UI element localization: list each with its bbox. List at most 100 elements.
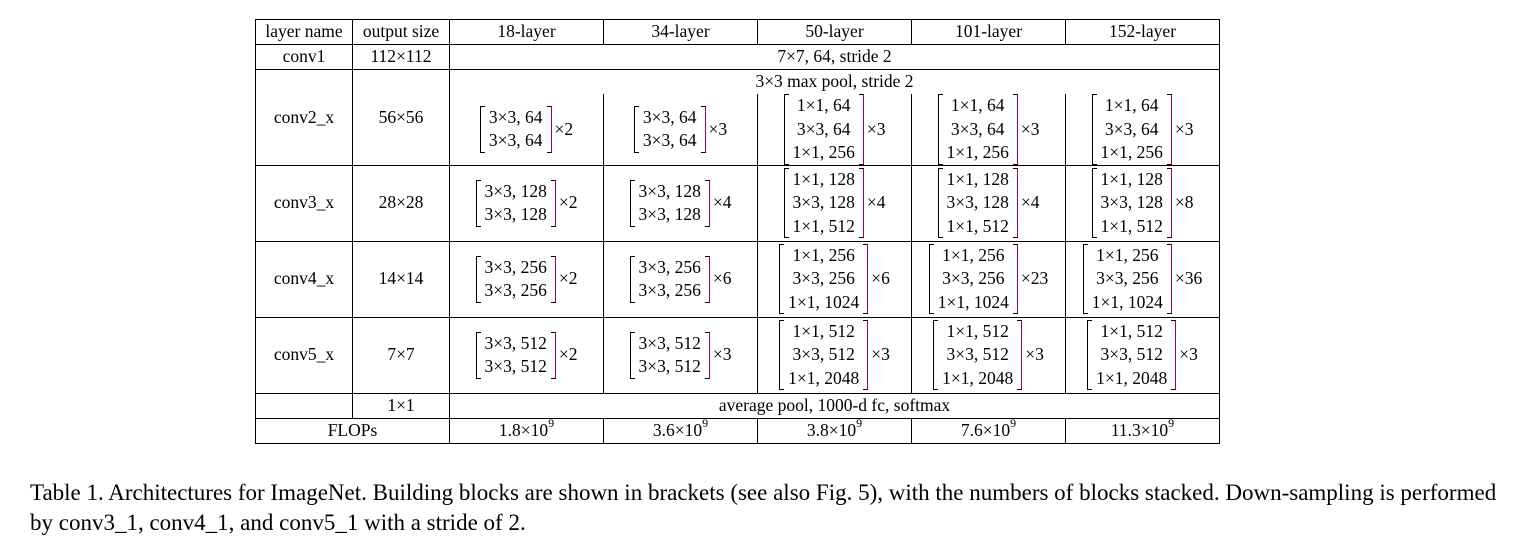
block-layer-spec: 3×3, 64 <box>488 130 543 151</box>
block-layer-spec: 1×1, 512 <box>792 320 855 341</box>
block-layer-spec: 1×1, 2048 <box>1096 367 1168 388</box>
header-50-layer: 50-layer <box>757 19 912 45</box>
flops-value: 3.8×109 <box>757 417 912 444</box>
block-layer-spec: 1×1, 256 <box>792 244 855 265</box>
block-layer-spec: 3×3, 512 <box>484 356 547 376</box>
block-layer-spec: 3×3, 512 <box>638 332 701 353</box>
block-layer-spec: 1×1, 128 <box>792 168 855 189</box>
building-block: 3×3, 512 3×3, 512 ×3 <box>629 331 732 379</box>
block-layer-spec: 1×1, 64 <box>950 95 1005 115</box>
block-layer-spec: 1×1, 1024 <box>937 291 1009 312</box>
header-152-layer: 152-layer <box>1065 19 1220 45</box>
header-18-layer: 18-layer <box>449 19 604 45</box>
block-layer-spec: 1×1, 512 <box>792 215 855 236</box>
block-multiplier: ×3 <box>712 344 732 365</box>
block-layer-spec: 3×3, 128 <box>946 192 1009 213</box>
conv1-output-size: 112×112 <box>352 44 450 70</box>
block-layer-spec: 3×3, 512 <box>1100 344 1163 365</box>
block-bracket: 3×3, 64 3×3, 64 <box>479 105 552 153</box>
block-layer-spec: 3×3, 64 <box>796 118 851 139</box>
maxpool-spec: 3×3 max pool, stride 2 <box>449 69 1220 94</box>
building-block: 3×3, 512 3×3, 512 ×2 <box>475 331 578 379</box>
block-layer-spec: 1×1, 512 <box>946 215 1009 236</box>
block-layer-spec: 3×3, 256 <box>638 280 701 300</box>
block-layer-spec: 3×3, 512 <box>484 332 547 353</box>
block-layer-spec: 3×3, 128 <box>484 180 547 201</box>
stage-name: conv5_x <box>255 316 353 394</box>
header-101-layer: 101-layer <box>911 19 1066 45</box>
building-block: 3×3, 64 3×3, 64 ×2 <box>479 105 574 153</box>
block-layer-spec: 3×3, 128 <box>792 192 855 213</box>
block-layer-spec: 1×1, 1024 <box>788 291 860 312</box>
block-multiplier: ×3 <box>1174 118 1194 139</box>
flops-exponent: 9 <box>548 415 555 430</box>
block-layer-spec: 3×3, 64 <box>488 106 543 127</box>
block-layer-spec: 3×3, 512 <box>638 356 701 376</box>
block-multiplier: ×3 <box>1025 344 1044 365</box>
flops-mantissa: 1.8×10 <box>498 419 549 440</box>
block-layer-spec: 3×3, 128 <box>484 204 547 224</box>
block-layer-spec: 3×3, 128 <box>638 204 701 224</box>
block-layer-spec: 1×1, 1024 <box>1091 291 1163 312</box>
flops-value: 11.3×109 <box>1065 415 1220 444</box>
block-layer-spec: 3×3, 256 <box>638 256 701 277</box>
conv1-row: conv1 112×112 7×7, 64, stride 2 <box>255 44 1220 70</box>
conv1-name: conv1 <box>255 44 353 70</box>
block-layer-spec: 1×1, 128 <box>946 168 1009 189</box>
block-layer-spec: 1×1, 2048 <box>942 367 1014 388</box>
block-multiplier: ×23 <box>1020 268 1049 289</box>
flops-value: 1.8×109 <box>449 415 604 444</box>
block-bracket: 3×3, 512 3×3, 512 <box>475 331 557 379</box>
final-output-size: 1×1 <box>352 392 450 419</box>
block-layer-spec: 1×1, 2048 <box>788 367 860 388</box>
final-name <box>255 392 353 419</box>
block-layer-spec: 1×1, 256 <box>942 244 1005 265</box>
flops-exponent: 9 <box>1168 415 1175 430</box>
block-bracket: 3×3, 512 3×3, 512 <box>629 331 711 379</box>
stage-output-size: 14×14 <box>352 240 450 318</box>
block-multiplier: ×2 <box>554 118 574 139</box>
stage-name: conv2_x <box>255 69 353 165</box>
block-multiplier: ×6 <box>712 268 732 289</box>
block-multiplier: ×4 <box>866 192 886 213</box>
block-layer-spec: 1×1, 256 <box>792 142 855 162</box>
block-layer-spec: 3×3, 256 <box>484 256 547 277</box>
block-layer-spec: 1×1, 512 <box>1100 320 1163 341</box>
stage-output-size: 7×7 <box>352 316 450 394</box>
block-layer-spec: 1×1, 512 <box>946 320 1009 341</box>
block-layer-spec: 3×3, 512 <box>946 344 1009 365</box>
block-layer-spec: 3×3, 128 <box>1100 192 1163 213</box>
block-cell: 3×3, 256 3×3, 256 ×6 <box>603 240 758 318</box>
block-cell: 3×3, 64 3×3, 64 ×2 <box>449 94 604 166</box>
block-multiplier: ×2 <box>558 344 578 365</box>
block-multiplier: ×4 <box>712 192 732 213</box>
architecture-table: layer name output size 18-layer 34-layer… <box>255 19 1220 444</box>
block-multiplier: ×36 <box>1174 268 1203 289</box>
flops-value: 3.6×109 <box>603 417 758 444</box>
